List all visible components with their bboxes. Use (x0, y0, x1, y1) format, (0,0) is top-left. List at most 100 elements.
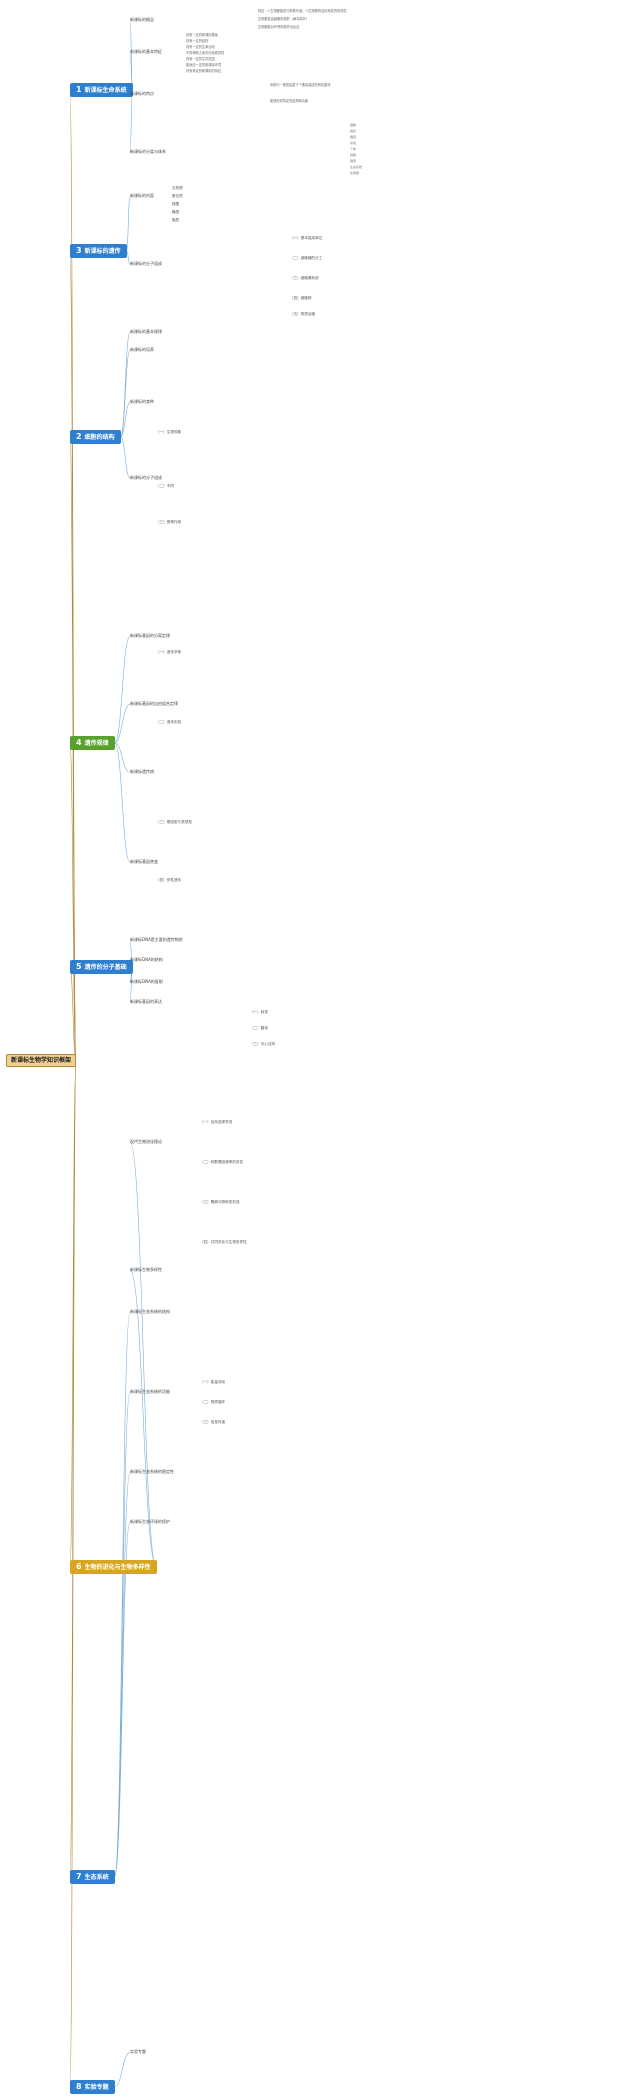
ch8-branch-1[interactable]: 实验专题 (130, 2049, 146, 2054)
ch1-b2-item: 具有一定的生命活动 (186, 45, 215, 49)
ch6-sub: （二）种群基因频率的改变 (200, 1160, 244, 1164)
ch1-b2-item: 不同物种之间存在着差异性 (186, 51, 225, 55)
branch-connector (129, 1270, 157, 1568)
ch6-sub: （四）共同进化与生物多样性 (200, 1240, 247, 1244)
chapter-1-number: 1 (76, 85, 82, 94)
branch-connector (120, 436, 131, 479)
ch2-branch-2[interactable]: 新课标的培养 (130, 347, 154, 352)
ch4-sub: （一）遗传学家 (156, 650, 182, 654)
ch1-b2-item: 具有特定的新课标的特征 (186, 69, 222, 73)
chapter-8-number: 8 (76, 2082, 82, 2091)
root-connector (69, 250, 77, 1061)
ch4-branch-2[interactable]: 新课标基因的自由组合定律 (130, 701, 178, 706)
ch3-sub: 糖类 (172, 210, 180, 214)
branch-connector (126, 196, 131, 252)
ch1-b4-item: 细胞 (350, 123, 357, 127)
ch1-b4-item: 系统 (350, 141, 357, 145)
ch1-branch-1[interactable]: 新课标的概念 (130, 17, 154, 22)
ch3-sub: 无机物 (172, 186, 183, 190)
ch7-branch-2[interactable]: 新课标生态系统的功能 (130, 1389, 170, 1394)
ch1-b4-item: 生物圈 (350, 171, 360, 175)
ch5-sub: （三）中心法则 (250, 1042, 276, 1046)
ch4-sub: （三）基因型与表现型 (156, 820, 192, 824)
ch5-sub: （一）转录 (250, 1010, 268, 1014)
ch2-sub: （三）受精作用 (156, 520, 182, 524)
branch-connector (114, 1522, 131, 1878)
ch3-sub: 蛋白质 (172, 194, 183, 198)
root-connector (69, 1060, 77, 2088)
ch1-b4-item: 群落 (350, 159, 357, 163)
ch7-sub: （三）信息传递 (200, 1420, 226, 1424)
ch7-sub: （一）能量流动 (200, 1380, 226, 1384)
branch-connector (126, 250, 131, 265)
chapter-6-number: 6 (76, 1562, 82, 1571)
ch6-sub: （三）隔离与物种的形成 (200, 1200, 240, 1204)
root-node[interactable]: 新课标生物学知识框架 (6, 1054, 77, 1068)
chapter-7-label: 生态系统 (84, 1874, 109, 1881)
ch6-branch-1[interactable]: 现代生物进化理论 (130, 1139, 162, 1144)
ch5-sub: （二）翻译 (250, 1026, 268, 1030)
ch3-branch-2[interactable]: 新课标的分子组成 (130, 261, 162, 266)
chapter-6-label: 生物的进化与生物多样性 (84, 1564, 151, 1571)
ch4-branch-3[interactable]: 新课标遗传病 (130, 769, 154, 774)
ch2-branch-1[interactable]: 新课标的基本规律 (130, 329, 162, 334)
chapter-7-number: 7 (76, 1872, 82, 1881)
ch5-branch-4[interactable]: 新课标基因的表达 (130, 999, 162, 1004)
branch-connector (114, 1312, 131, 1878)
chapter-5-number: 5 (76, 962, 82, 971)
ch4-branch-1[interactable]: 新课标基因的分离定律 (130, 633, 170, 638)
ch4-sub: （二）遗传实验 (156, 720, 182, 724)
branch-connector (114, 1392, 131, 1878)
ch6-sub: （一）自然选择学说 (200, 1120, 233, 1124)
ch7-branch-1[interactable]: 新课标生态系统的结构 (130, 1309, 170, 1314)
ch3-sub-2: （三）细胞膜系统 (290, 276, 319, 280)
ch2-branch-4[interactable]: 新课标的分子组成 (130, 475, 162, 480)
ch1-b2-item: 具有一定的新课标基础 (186, 33, 218, 37)
ch1-branch-3[interactable]: 新课标的特点 (130, 91, 154, 96)
root-connector (69, 742, 77, 1061)
ch3-branch-1[interactable]: 新课标的内容 (130, 193, 154, 198)
root-connector (69, 1060, 77, 1568)
ch3-sub-2: （四）细胞核 (290, 296, 312, 300)
ch1-b1-item: 生物都是由细胞构成的（病毒除外） (258, 17, 309, 21)
ch3-sub: 核酸 (172, 202, 180, 206)
ch7-branch-4[interactable]: 新课标生态环境的保护 (130, 1519, 170, 1524)
ch1-b2-item: 能适应一定的新课标环境 (186, 63, 222, 67)
branch-connector (114, 2052, 131, 2088)
branch-connector (129, 1142, 157, 1568)
ch1-b2-item: 具有一定的生存范围 (186, 57, 215, 61)
ch7-branch-3[interactable]: 新课标生态系统的稳定性 (130, 1469, 174, 1474)
ch3-sub: 脂质 (172, 218, 180, 222)
ch4-branch-4[interactable]: 新课标基因突变 (130, 859, 158, 864)
branch-connector (120, 350, 131, 438)
ch2-sub: （二）不同 (156, 484, 174, 488)
chapter-4-number: 4 (76, 738, 82, 747)
ch1-b4-item: 器官 (350, 135, 357, 139)
branch-connector (114, 742, 131, 773)
ch2-sub: （一）生物现象 (156, 430, 182, 434)
chapter-3-number: 3 (76, 246, 82, 255)
ch1-branch-2[interactable]: 新课标的基本特征 (130, 49, 162, 54)
ch2-branch-3[interactable]: 新课标的育种 (130, 399, 154, 404)
ch1-b3-item: 系统中一般是由若干个要素组成的有机整体 (270, 83, 331, 87)
ch3-sub-2: （五）物质运输 (290, 312, 316, 316)
ch6-branch-2[interactable]: 新课标生物多样性 (130, 1267, 162, 1272)
ch3-sub-2: （二）细胞器的分工 (290, 256, 323, 260)
ch1-branch-4[interactable]: 新课标的分类与体系 (130, 149, 166, 154)
ch1-b1-item: 生物都能对外界刺激作出反应 (258, 25, 300, 29)
ch5-branch-1[interactable]: 新课标DNA是主要的遗传物质 (130, 937, 183, 942)
ch5-branch-3[interactable]: 新课标DNA的复制 (130, 979, 163, 984)
ch1-b2-item: 具有一定的结构 (186, 39, 209, 43)
ch5-branch-2[interactable]: 新课标DNA的结构 (130, 957, 163, 962)
chapter-5-label: 遗传的分子基础 (84, 964, 127, 971)
chapter-1-label: 新课标生命系统 (84, 87, 127, 94)
